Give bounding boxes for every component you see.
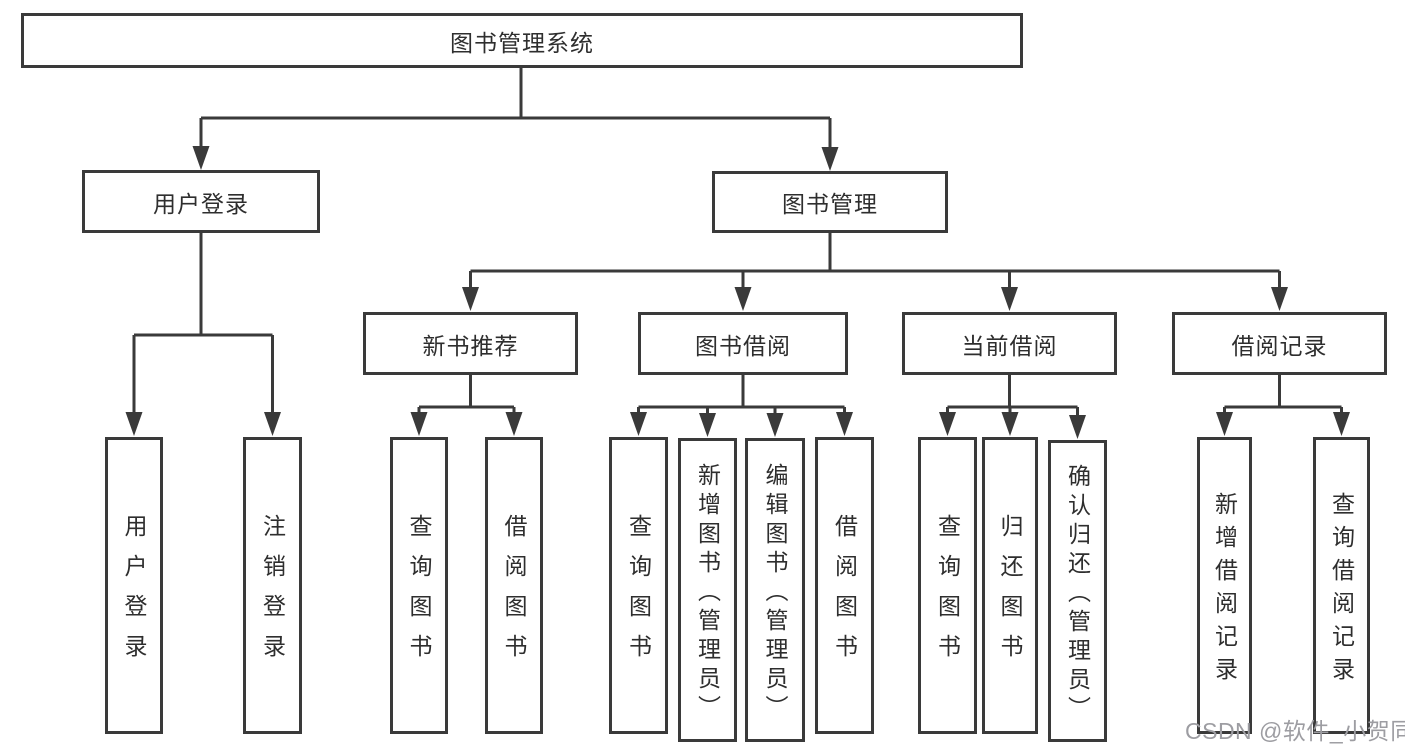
node-book-borrow: 图书借阅 [638, 312, 848, 375]
leaf-return-book: 归还图书 [982, 437, 1038, 734]
leaf-newbook-query-book: 查询图书 [390, 437, 448, 734]
connector-newbook-to-leaves [417, 375, 516, 415]
leaf-borrow-borrow-book: 借阅图书 [815, 437, 874, 734]
node-book-management: 图书管理 [712, 171, 948, 233]
leaf-query-borrow-record: 查询借阅记录 [1313, 437, 1370, 734]
node-library-management-system: 图书管理系统 [21, 13, 1023, 68]
node-current-borrow: 当前借阅 [902, 312, 1117, 375]
connector-currentborrow-to-leaves [946, 375, 1079, 418]
leaf-add-borrow-record: 新增借阅记录 [1197, 437, 1252, 734]
leaf-newbook-borrow-book: 借阅图书 [485, 437, 543, 734]
arrowheads [125, 146, 1350, 439]
connector-borrowrecords-to-leaves [1223, 375, 1343, 415]
node-user-login: 用户登录 [82, 170, 320, 233]
csdn-watermark: CSDN @软件_小贺同学 [1185, 718, 1405, 744]
leaf-logout: 注销登录 [243, 437, 302, 734]
leaf-user-login: 用户登录 [105, 437, 163, 734]
connector-userlogin-to-leaves [132, 233, 274, 415]
leaf-add-book-admin: 新增图书（管理员） [678, 438, 737, 742]
leaf-edit-book-admin: 编辑图书（管理员） [745, 438, 805, 742]
leaf-confirm-return-admin: 确认归还（管理员） [1048, 440, 1107, 742]
node-new-book-recommend: 新书推荐 [363, 312, 578, 375]
leaf-current-query-book: 查询图书 [918, 437, 977, 734]
connector-root-to-level2 [199, 68, 832, 150]
connector-bookborrow-to-leaves [637, 375, 846, 415]
node-borrow-records: 借阅记录 [1172, 312, 1387, 375]
connector-bookmgmt-to-level3 [469, 233, 1281, 290]
leaf-borrow-query-book: 查询图书 [609, 437, 668, 734]
